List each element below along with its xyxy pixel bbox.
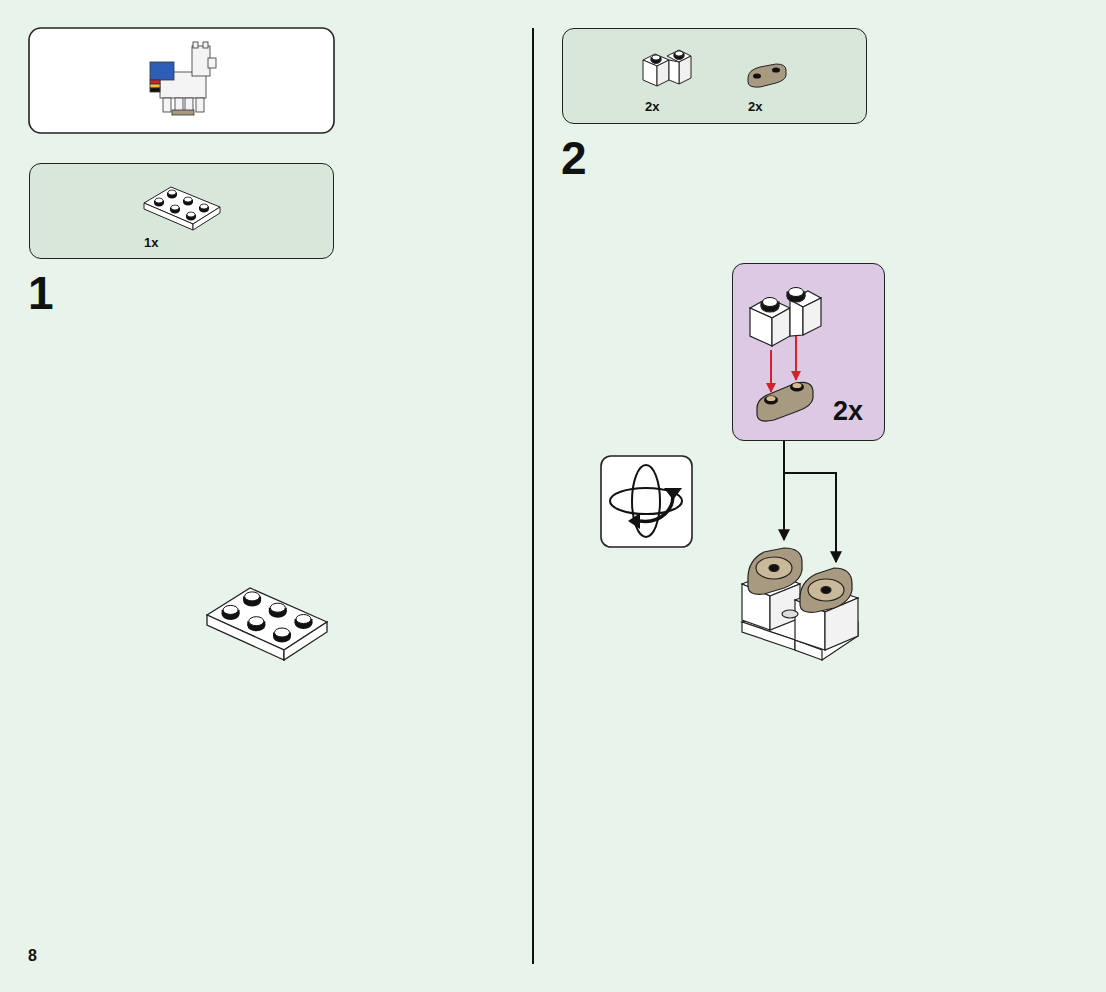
text-holder: 2x [833,396,863,427]
divider-line [532,28,534,964]
step-number: 1 [28,267,54,319]
label-holder: 8 [28,947,37,965]
assembled-model [742,548,858,660]
quantity-label: 2x [833,396,863,426]
text-holder: 2x [748,97,762,115]
plate-2x3-icon [144,187,220,230]
assembly-arrow [783,441,785,540]
quantity-label: 2x [645,99,659,114]
parts-box-fill [562,28,867,124]
text-holder: 1x [144,233,158,251]
subassembly-box: 2x [732,263,885,441]
parts-list-box: 2x 2x [562,28,867,124]
llama-thumbnail [150,42,216,115]
red-arrow [795,336,797,380]
parts-box-fill [29,163,334,259]
preview-box [29,28,334,133]
subassembly-fill [732,263,885,441]
step-number: 2 [561,132,587,184]
quantity-label: 2x [748,99,762,114]
parts-list-box: 1x [29,163,334,259]
red-arrow [770,350,772,392]
label-holder: 1 [28,270,54,316]
brick-pair [750,288,821,347]
brick-1x1-icon [643,50,691,86]
plate-2x3 [207,588,327,660]
page-number: 8 [28,947,37,964]
rotate-icon [601,456,692,547]
quantity-label: 1x [144,235,158,250]
text-holder: 2x [645,97,659,115]
tan-plate [757,382,813,421]
label-holder: 2 [561,135,587,181]
tan-plate-icon [748,64,786,87]
